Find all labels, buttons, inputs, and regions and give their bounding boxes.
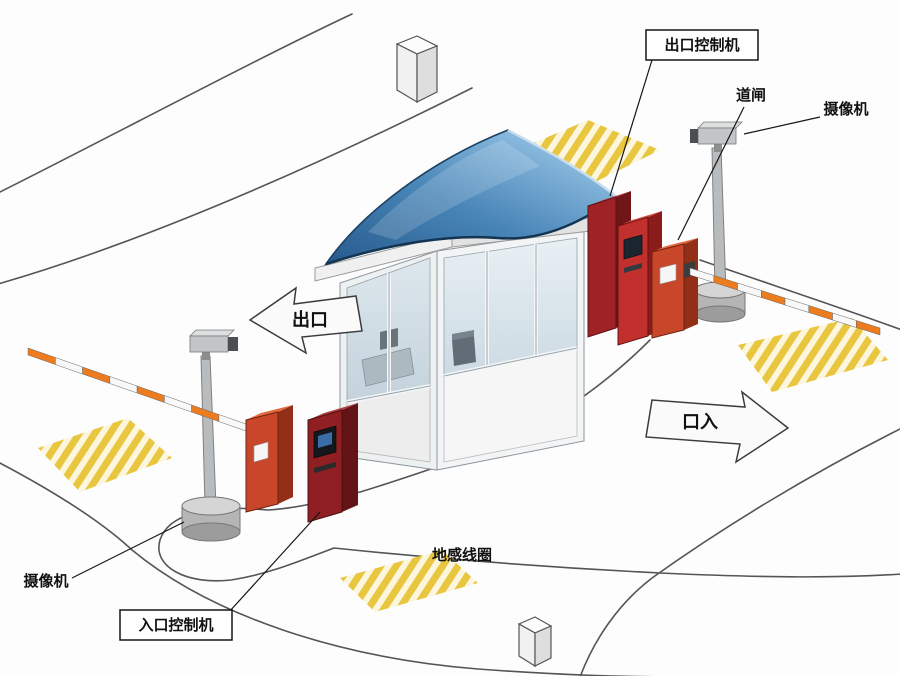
leader-line	[71, 521, 185, 579]
leader-line	[743, 116, 821, 135]
barrier-arm	[27, 347, 247, 432]
ground-loop-zone-entrance-right	[738, 318, 888, 392]
label-text: 摄像机	[23, 572, 68, 590]
road-edge-topleft-outer	[0, 13, 353, 193]
road-edge-topleft-inner	[0, 87, 473, 285]
label-ground-loop: 地感线圈	[432, 546, 492, 564]
exit-direction-arrow: 出口	[248, 286, 363, 355]
canopy-back-rim	[507, 128, 618, 198]
camera-base	[181, 496, 241, 542]
entrance-direction-arrow: 口入	[645, 390, 790, 464]
camera-head-icon	[690, 121, 743, 152]
canopy-front-edge	[325, 195, 618, 266]
bollard-top	[395, 35, 439, 104]
exit-barrier-gate	[651, 238, 881, 339]
canopy	[323, 128, 619, 266]
camera-head-icon	[189, 329, 238, 360]
exit-controller-screen	[623, 234, 643, 260]
canopy-sheen	[368, 140, 540, 240]
exit-controller-machines	[587, 191, 662, 346]
entrance-controller-screen	[318, 432, 332, 448]
camera-pole	[200, 355, 217, 507]
entrance-camera	[181, 329, 241, 542]
left-arrow-icon	[248, 286, 363, 355]
label-exit-controller: 出口控制机	[609, 29, 759, 197]
entrance-controller-ticket-slot	[314, 462, 336, 473]
road-edge-right	[699, 259, 900, 331]
label-box	[645, 29, 759, 61]
label-box	[119, 609, 233, 641]
entrance-controller-machine	[307, 403, 358, 523]
label-entrance-controller: 入口控制机	[119, 511, 321, 641]
ground-loop-zone-entrance-left	[38, 418, 172, 492]
road-edge-bottomleft-outer	[0, 462, 655, 676]
label-text: 摄像机	[823, 100, 868, 118]
right-arrow-icon	[645, 390, 790, 464]
entrance-arrow-label: 口入	[682, 412, 718, 432]
label-text: 出口控制机	[664, 36, 739, 54]
label-text: 入口控制机	[138, 616, 213, 634]
label-camera-bottom: 摄像机	[23, 521, 185, 590]
barrier-cabinet	[651, 238, 698, 339]
road-edge-bottomright	[579, 428, 900, 676]
leader-line	[677, 106, 745, 241]
entrance-barrier-gate	[27, 347, 293, 513]
label-text: 道闸	[736, 86, 766, 104]
bollard-bottom	[517, 616, 553, 668]
booth-window-frames	[346, 244, 578, 404]
barrier-cabinet	[245, 405, 293, 513]
label-barrier-gate: 道闸	[677, 86, 766, 241]
label-text: 地感线圈	[432, 546, 492, 564]
exit-arrow-label: 出口	[292, 309, 328, 330]
exit-controller-ticket-slot	[624, 263, 642, 273]
exit-camera	[690, 121, 746, 323]
leader-line	[228, 511, 321, 613]
ground-loop-zone-bottom	[340, 550, 478, 612]
guard-booth	[314, 215, 609, 471]
label-camera-top: 摄像机	[743, 100, 869, 135]
barrier-arm	[689, 267, 881, 336]
leader-line	[609, 59, 653, 197]
camera-pole	[711, 147, 727, 293]
